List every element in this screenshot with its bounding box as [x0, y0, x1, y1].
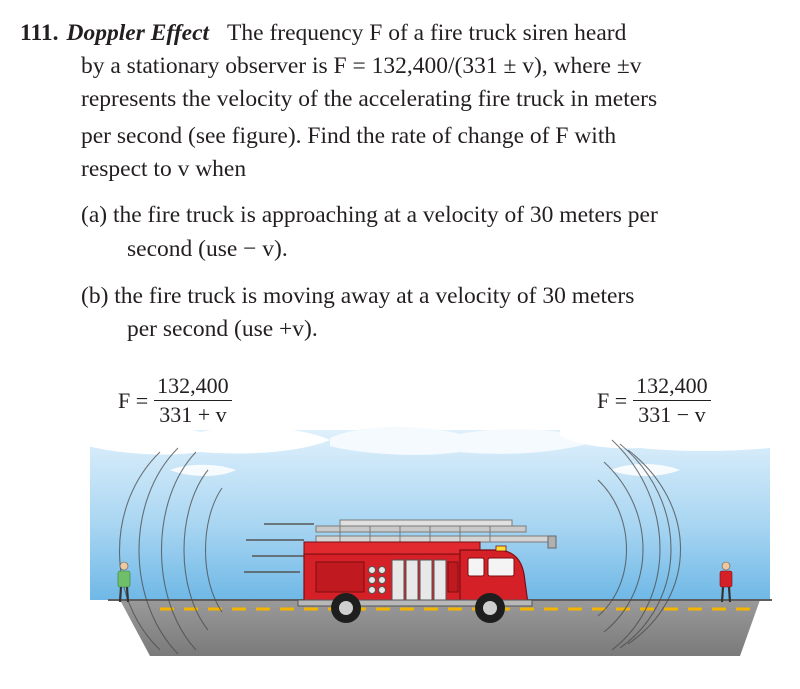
cloud-left — [88, 422, 330, 455]
speed-lines — [244, 523, 314, 573]
problem-line-2: by a stationary observer is F = 132,400/… — [81, 53, 642, 79]
fire-truck — [297, 519, 557, 623]
observer-right — [719, 561, 733, 603]
sound-waves-right — [597, 439, 681, 651]
truck-bumper — [297, 599, 533, 607]
formula-right-fraction: 132,400 331 − v — [633, 374, 711, 427]
truck-light — [495, 545, 507, 552]
problem-number: 111. — [20, 20, 59, 46]
formula-left-numerator: 132,400 — [154, 374, 232, 401]
problem-line-5: respect to v when — [81, 156, 247, 182]
problem-line-4: per second (see figure). Find the rate o… — [81, 123, 617, 149]
sky — [90, 430, 770, 600]
cloud-center — [330, 426, 600, 455]
truck-hose-reels — [368, 566, 386, 594]
observer-left — [117, 561, 131, 603]
cloud-mid-left — [170, 464, 236, 476]
formula-right-lhs: F = — [597, 387, 628, 413]
problem-line-3: represents the velocity of the accelerat… — [81, 86, 658, 112]
formula-left-fraction: 132,400 331 + v — [154, 374, 232, 427]
part-a-line-1: (a) the fire truck is approaching at a v… — [81, 202, 658, 228]
cloud-right — [560, 417, 770, 451]
formula-right: F = 132,400 331 − v — [597, 374, 711, 427]
formula-right-denominator: 331 − v — [638, 402, 706, 427]
problem-text-line1: The frequency F of a fire truck siren he… — [227, 20, 627, 46]
part-b-line-2: per second (use +v). — [127, 316, 318, 342]
formula-right-numerator: 132,400 — [633, 374, 711, 401]
truck-window — [487, 557, 515, 577]
problem-title: Doppler Effect — [66, 20, 210, 46]
sound-waves-left — [118, 447, 223, 655]
truck-wheel-rear — [331, 593, 361, 623]
problem-line-1: 111. Doppler Effect The frequency F of a f… — [20, 18, 626, 48]
formula-left-denominator: 331 + v — [159, 402, 227, 427]
truck-wheel-front — [475, 593, 505, 623]
formula-left-lhs: F = — [118, 387, 149, 413]
formula-approaching-left: F = 132,400 331 + v — [118, 374, 232, 427]
part-a-line-2: second (use − v). — [127, 236, 288, 262]
truck-ladder — [315, 519, 557, 549]
part-b-line-1: (b) the fire truck is moving away at a v… — [81, 283, 635, 309]
